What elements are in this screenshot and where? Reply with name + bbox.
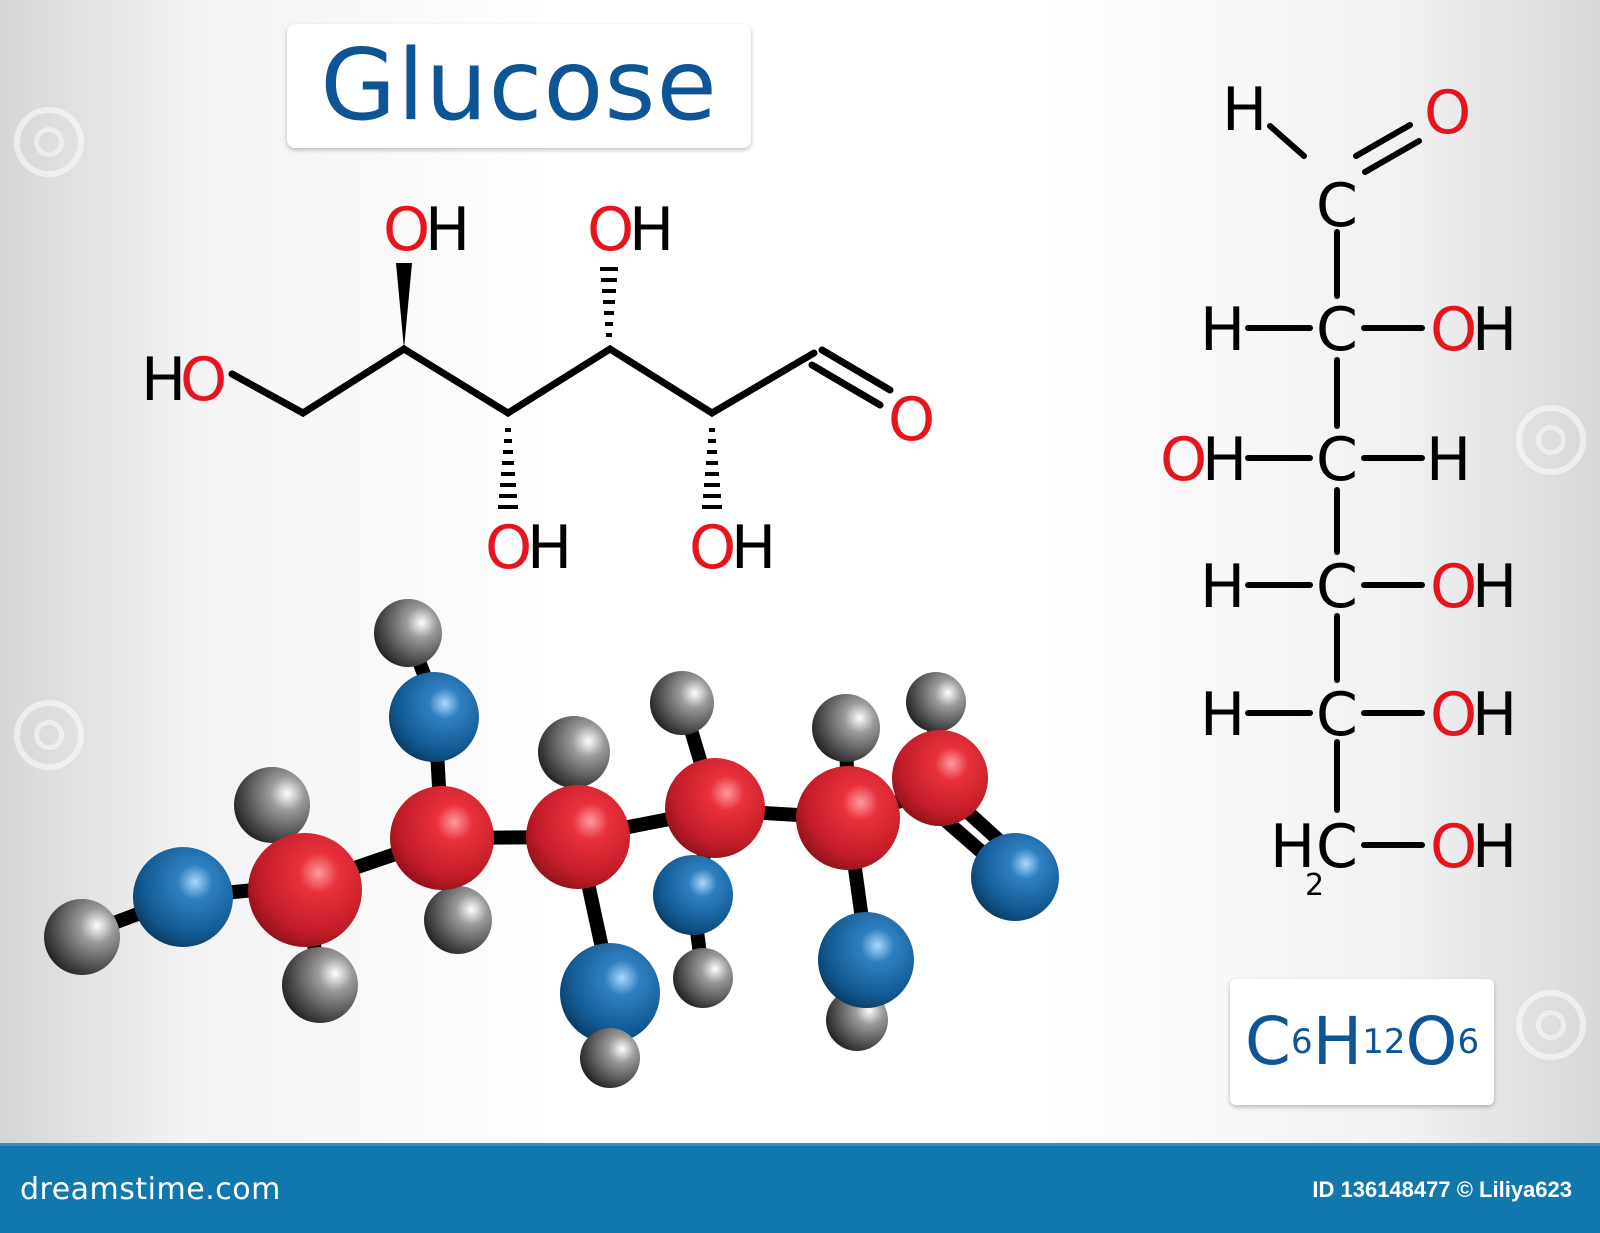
oh-top1-o: O <box>383 195 430 265</box>
illustration-canvas: Glucose <box>14 24 1586 1105</box>
fischer-row4-right-o: O <box>1430 680 1477 750</box>
fischer-row3-c: C <box>1316 552 1358 622</box>
brand-link[interactable]: dreamstime.com <box>20 1172 281 1207</box>
oh-bottom1-h: H <box>527 513 572 583</box>
fischer-row3-right-o: O <box>1430 552 1477 622</box>
ho-left-o: O <box>180 345 227 415</box>
fischer-row2-left-h: H <box>1202 425 1247 495</box>
fischer-top-o: O <box>1424 78 1471 148</box>
skeletal-formula <box>228 344 894 418</box>
watermark-swirl-icon <box>14 700 84 770</box>
hashed-bonds <box>498 267 722 509</box>
formula-count-h: 12 <box>1362 1022 1406 1062</box>
oh-bottom1-o: O <box>485 513 532 583</box>
fischer-row2-right: H <box>1426 425 1471 495</box>
oh-top2-h: H <box>629 195 674 265</box>
title-card: Glucose <box>287 24 751 148</box>
fischer-row4-right-h: H <box>1472 680 1517 750</box>
aldehyde-o: O <box>888 385 935 455</box>
fischer-bottom-h2: H <box>1472 812 1517 882</box>
fischer-row4-c: C <box>1316 680 1358 750</box>
footer-bar: dreamstime.com ID 136148477 © Liliya623 <box>0 1143 1600 1233</box>
fischer-top-c: C <box>1316 171 1358 241</box>
ball-and-stick-model <box>44 599 1059 1088</box>
formula-count-o: 6 <box>1457 1022 1480 1062</box>
watermark-swirl-icon <box>1516 990 1586 1060</box>
fischer-row3-right-h: H <box>1472 552 1517 622</box>
fischer-bonds <box>1245 122 1425 848</box>
oh-top1-h: H <box>425 195 470 265</box>
fischer-row3-left: H <box>1200 552 1245 622</box>
oh-bottom2-h: H <box>731 513 776 583</box>
fischer-row1-left: H <box>1200 295 1245 365</box>
structure-drawings: H O O H O H O H O H O <box>44 75 1517 1088</box>
fischer-labels: H C O H C O H O H C H H C O H H C O H H … <box>1160 75 1517 903</box>
fischer-bottom-o: O <box>1430 812 1477 882</box>
formula-element-h: H <box>1312 1003 1363 1080</box>
fischer-row2-left-o: O <box>1160 425 1207 495</box>
watermark-swirl-icon <box>14 107 84 177</box>
page-title: Glucose <box>320 29 718 143</box>
formula-element-c: C <box>1244 1003 1291 1080</box>
ho-left-h: H <box>141 345 186 415</box>
fischer-row1-c: C <box>1316 295 1358 365</box>
fischer-row1-right-h: H <box>1472 295 1517 365</box>
oh-bottom2-o: O <box>689 513 736 583</box>
image-credit: ID 136148477 © Liliya623 <box>1312 1176 1572 1202</box>
fischer-top-h: H <box>1222 75 1267 145</box>
oh-top2-o: O <box>587 195 634 265</box>
wedge-bond <box>396 263 412 349</box>
fischer-bottom-c: C <box>1316 812 1358 882</box>
fischer-row2-c: C <box>1316 425 1358 495</box>
fischer-bottom-h: H <box>1270 812 1315 882</box>
watermark-swirl-icon <box>1516 405 1586 475</box>
formula-count-c: 6 <box>1290 1022 1313 1062</box>
formula-element-o: O <box>1405 1003 1458 1080</box>
fischer-row4-left: H <box>1200 680 1245 750</box>
fischer-bottom-sub: 2 <box>1305 868 1324 903</box>
skeletal-labels: H O O H O H O H O H O <box>141 195 935 583</box>
fischer-row1-right-o: O <box>1430 295 1477 365</box>
